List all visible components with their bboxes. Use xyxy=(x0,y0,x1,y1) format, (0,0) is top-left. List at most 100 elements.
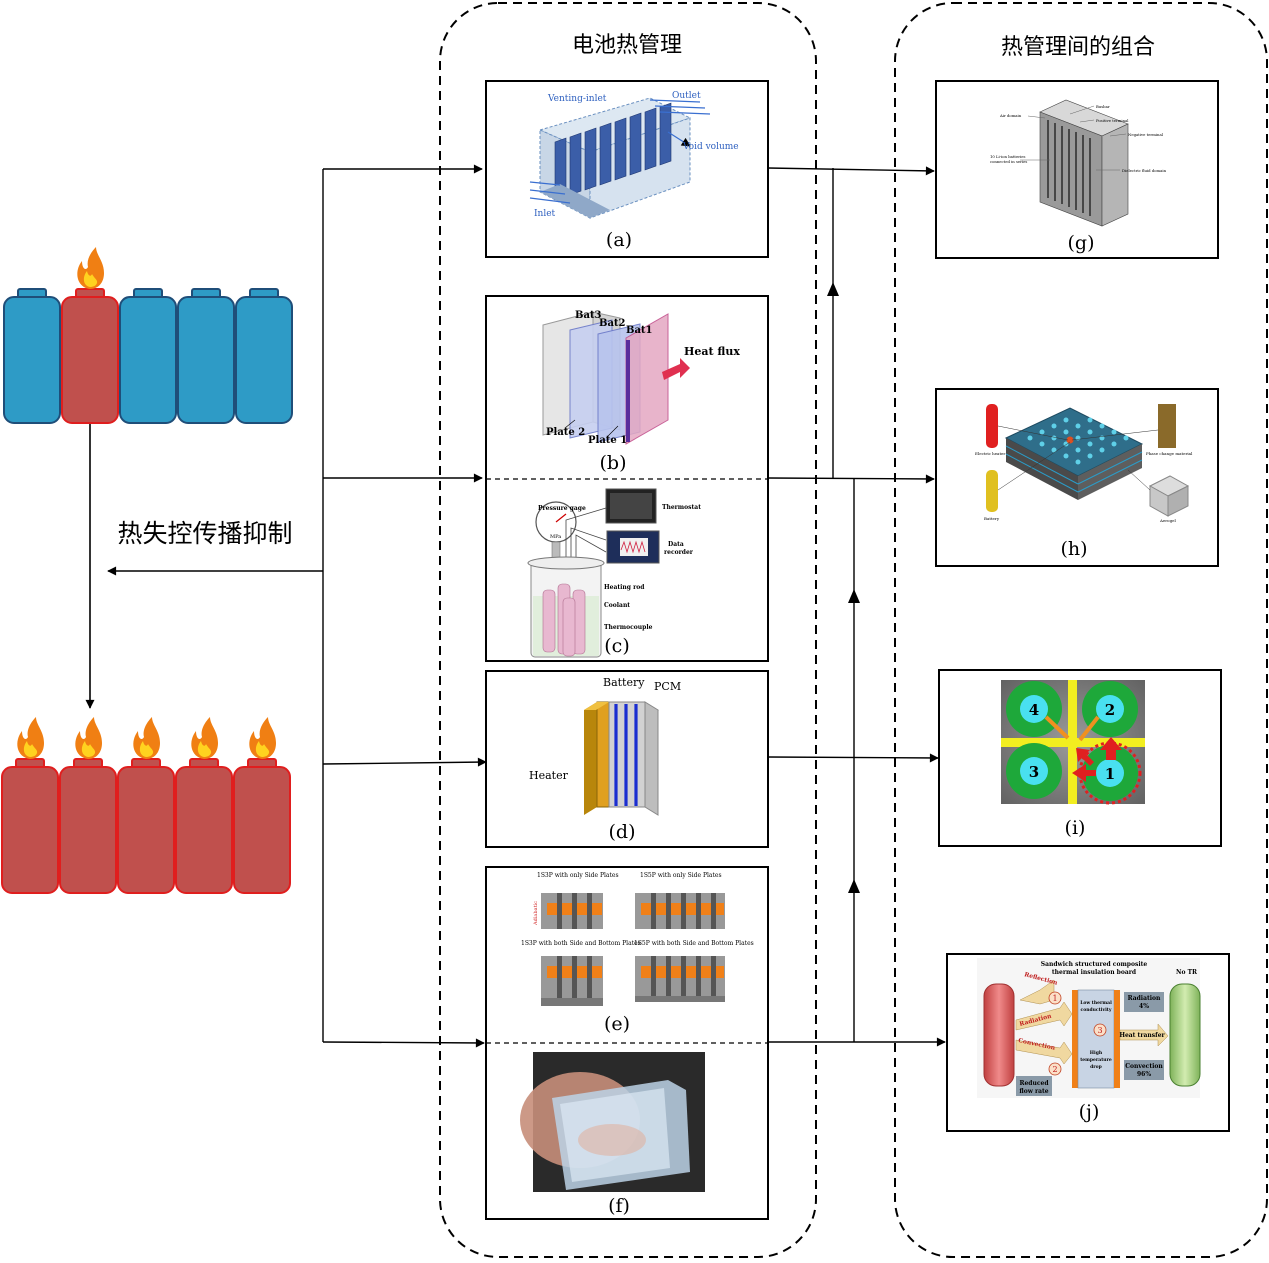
label-j-heat-transfer: Heat transfer xyxy=(1119,1032,1165,1039)
flame-icon xyxy=(191,717,218,759)
flame-icon xyxy=(133,717,160,759)
label-e-title4: 1S5P with both Side and Bottom Plates xyxy=(634,940,754,947)
label-plate1: Plate 1 xyxy=(588,435,627,446)
label-j-high-3: drop xyxy=(1090,1064,1102,1070)
battery-cell-icon xyxy=(119,288,177,424)
label-e-title2: 1S5P with only Side Plates xyxy=(640,872,722,879)
label-positive-terminal: Positive terminal xyxy=(1096,118,1129,123)
label-heat-flux: Heat flux xyxy=(684,345,740,358)
label-void-volume: Void volume xyxy=(682,142,739,152)
panel-h: Electric heater Battery Phase change mat… xyxy=(935,388,1219,567)
battery-cell-icon xyxy=(117,758,175,894)
propagation-label: 热失控传播抑制 xyxy=(117,519,292,548)
battery-cell-icon xyxy=(59,758,117,894)
panel-g: Air domain Busbar Positive terminal Nega… xyxy=(935,80,1219,259)
combo-column-frame xyxy=(894,2,1268,1258)
caption-a: (a) xyxy=(606,229,632,251)
label-venting-inlet: Venting-inlet xyxy=(547,94,607,104)
label-negative-terminal: Negative terminal xyxy=(1128,132,1164,137)
right-connectors xyxy=(767,166,946,1047)
label-j-c3: 3 xyxy=(1097,1026,1102,1035)
battery-pack-bottom xyxy=(1,717,291,894)
caption-c: (c) xyxy=(604,635,629,657)
combo-column-title: 热管理间的组合 xyxy=(1001,35,1155,60)
label-j-low-1: Low thermal xyxy=(1080,1000,1112,1006)
label-j-high-1: High xyxy=(1090,1050,1103,1056)
battery-cell-icon xyxy=(235,288,293,424)
label-j-c2: 2 xyxy=(1052,1065,1057,1074)
label-cell-3: 3 xyxy=(1029,763,1039,781)
label-cell-1: 1 xyxy=(1105,765,1115,783)
arrow-head-icon xyxy=(848,879,860,893)
flame-icon xyxy=(75,717,102,759)
label-j-title2: thermal insulation board xyxy=(1052,969,1137,976)
caption-g: (g) xyxy=(1068,232,1095,254)
battery-cell-icon xyxy=(1,758,59,894)
battery-cell-icon xyxy=(233,758,291,894)
label-e-title3: 1S3P with both Side and Bottom Plates xyxy=(521,940,641,947)
battery-cell-icon xyxy=(61,288,119,424)
battery-cell-icon xyxy=(175,758,233,894)
caption-f: (f) xyxy=(608,1195,630,1217)
arrow-head-icon xyxy=(848,589,860,603)
label-cell-4: 4 xyxy=(1029,701,1039,719)
battery-cell-icon xyxy=(3,288,61,424)
caption-b: (b) xyxy=(600,452,627,474)
caption-j: (j) xyxy=(1079,1101,1100,1123)
label-data: Data xyxy=(668,541,684,548)
label-bat1: Bat1 xyxy=(626,325,653,336)
label-j-high-2: temperature xyxy=(1080,1057,1112,1063)
label-aerogel: Aerogel xyxy=(1159,518,1177,523)
label-e-title1: 1S3P with only Side Plates xyxy=(537,872,619,879)
label-coolant: Coolant xyxy=(604,602,630,609)
label-outlet: Outlet xyxy=(672,91,701,101)
label-pcm: PCM xyxy=(654,680,681,693)
label-mpa: MPa xyxy=(550,534,561,540)
panel-j: 1 2 3 Sandwich structured composite ther… xyxy=(946,953,1230,1132)
label-heating-rod: Heating rod xyxy=(604,584,645,591)
label-e-adiabatic: Adiabatic xyxy=(533,901,539,926)
label-j-title1: Sandwich structured composite xyxy=(1041,961,1148,968)
label-pcm-h: Phase change material xyxy=(1146,451,1193,456)
label-j-c1: 1 xyxy=(1052,994,1057,1003)
label-cells-1: 10 Li-ion batteries xyxy=(990,154,1025,159)
label-cell-2: 2 xyxy=(1105,701,1115,719)
label-pressure-gage: Pressure gage xyxy=(538,505,586,512)
caption-i: (i) xyxy=(1065,817,1086,839)
label-j-low-2: conductivity xyxy=(1081,1007,1112,1013)
battery-pack-top xyxy=(3,247,293,424)
label-electric-heater: Electric heater xyxy=(975,451,1005,456)
caption-d: (d) xyxy=(609,821,636,843)
label-j-rad-1: Radiation xyxy=(1128,995,1161,1002)
bms-column-title: 电池热管理 xyxy=(572,33,682,58)
label-plate2: Plate 2 xyxy=(546,427,585,438)
label-battery-h: Battery xyxy=(984,516,1000,521)
label-j-conv-2: 96% xyxy=(1137,1071,1151,1078)
label-cells-2: connected in series xyxy=(990,159,1027,164)
panel-ef: 1S3P with only Side Plates 1S5P with onl… xyxy=(485,866,769,1220)
left-connectors xyxy=(107,164,487,1048)
flame-icon xyxy=(17,717,45,759)
caption-e: (e) xyxy=(604,1013,630,1035)
label-j-conv-1: Convection xyxy=(1125,1063,1163,1070)
arrow-head-icon xyxy=(827,282,839,296)
bms-column-frame xyxy=(439,2,817,1258)
label-j-reduced-1: Reduced xyxy=(1019,1080,1049,1087)
label-battery: Battery xyxy=(603,676,645,689)
label-j-no-tr: No TR xyxy=(1176,969,1198,976)
label-bat3: Bat3 xyxy=(575,310,602,321)
panel-bc: Bat3 Bat2 Bat1 Heat flux Plate 2 Plate 1… xyxy=(485,295,769,662)
label-busbar: Busbar xyxy=(1096,104,1110,109)
label-thermostat: Thermostat xyxy=(662,504,701,511)
label-dielectric: Dielectric fluid domain xyxy=(1122,168,1167,173)
label-thermocouple: Thermocouple xyxy=(604,624,653,631)
panel-a: Venting-inlet Outlet Void volume Inlet (… xyxy=(485,80,769,258)
caption-h: (h) xyxy=(1060,538,1087,560)
flame-icon xyxy=(249,717,276,759)
flame-icon xyxy=(77,247,104,289)
label-air-domain: Air domain xyxy=(999,113,1022,118)
battery-cell-icon xyxy=(177,288,235,424)
panel-d: Battery PCM Heater (d) xyxy=(485,670,769,848)
